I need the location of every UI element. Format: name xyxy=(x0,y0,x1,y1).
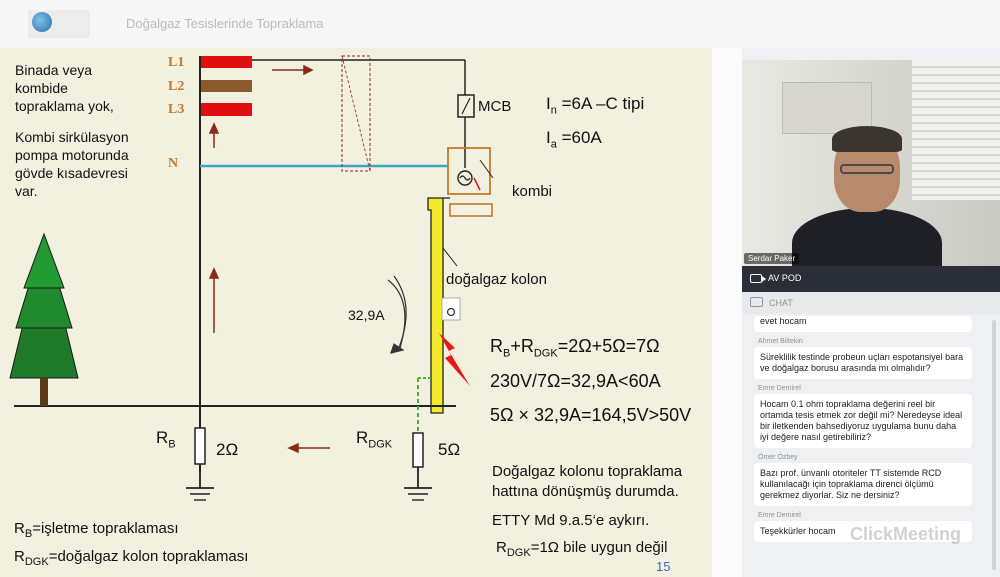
presenter-name: Serdar Paker xyxy=(744,253,800,264)
rb-resistor xyxy=(194,427,206,465)
legend-rdgk: RDGK=doğalgaz kolon topraklaması xyxy=(14,548,249,568)
phase-l2-bar xyxy=(200,80,252,92)
legend-rb: RB=işletme topraklaması xyxy=(14,520,179,540)
left-note-2: Kombi sirkülasyon pompa motorunda gövde … xyxy=(15,129,129,199)
chat-message: Ömer Özbey Bazı prof. ünvanlı otoriteler… xyxy=(754,454,988,506)
chat-message: evet hocam xyxy=(754,316,988,332)
page-number: 15 xyxy=(656,559,671,574)
tree-icon xyxy=(9,232,79,406)
video-background-shelf xyxy=(782,82,872,134)
curved-arrow-icon xyxy=(387,275,407,354)
chat-message-text: Teşekkürler hocam xyxy=(754,521,972,542)
phase-l3-bar xyxy=(200,103,252,116)
fault-lightning-icon xyxy=(439,333,470,386)
label-n: N xyxy=(168,156,179,171)
chat-message-author: Ömer Özbey xyxy=(758,454,798,461)
kombi-box xyxy=(447,147,491,195)
equation-resistance: RB+RDGK=2Ω+5Ω=7Ω xyxy=(490,336,660,360)
current-label: 32,9A xyxy=(348,307,385,323)
rdgk-value: 5Ω xyxy=(438,440,461,459)
chat-message-text: Bazı prof. ünvanlı otoriteler TT sistemd… xyxy=(754,463,972,506)
av-pod-bar[interactable]: AV POD xyxy=(742,266,1000,292)
presenter-figure xyxy=(792,126,942,266)
logo xyxy=(28,10,90,38)
gas-column xyxy=(427,197,444,414)
av-pod-label: AV POD xyxy=(768,273,802,283)
rdgk-resistor xyxy=(412,432,424,468)
chat-message-text: Süreklilik testinde probeun uçları espot… xyxy=(754,347,972,379)
kolon-label: doğalgaz kolon xyxy=(446,271,547,288)
dashed-region xyxy=(341,55,371,172)
slide-title: Doğalgaz Tesislerinde Topraklama xyxy=(126,16,324,31)
chat-message-list[interactable]: evet hocam Ahmet Biltekin Süreklilik tes… xyxy=(754,316,988,577)
note-right: Doğalgaz kolonu topraklama hattına dönüş… xyxy=(492,463,683,500)
top-bar: Doğalgaz Tesislerinde Topraklama xyxy=(0,0,1000,48)
chat-icon xyxy=(750,297,763,307)
logo-globe-icon xyxy=(32,12,52,32)
chat-header[interactable]: CHAT xyxy=(742,292,1000,314)
chat-message-text: Hocam 0.1 ohm topraklama değerini reel b… xyxy=(754,394,972,448)
mcb-switch xyxy=(457,94,475,118)
kombi-label: kombi xyxy=(512,183,553,200)
chat-label: CHAT xyxy=(769,298,793,308)
chat-message-author: Emre Demirel xyxy=(758,385,801,392)
rdgk-label: RDGK xyxy=(356,428,393,451)
presenter-video[interactable]: Serdar Paker xyxy=(742,60,1000,266)
equation-current: 230V/7Ω=32,9A<60A xyxy=(490,371,661,391)
label-l1: L1 xyxy=(168,55,185,70)
circuit-diagram xyxy=(9,55,494,501)
label-l3: L3 xyxy=(168,102,185,117)
side-panel: Serdar Paker AV POD CHAT evet hocam Ahme… xyxy=(742,48,1000,577)
phase-l1-bar xyxy=(200,56,252,68)
equation-voltage: 5Ω × 32,9A=164,5V>50V xyxy=(490,405,692,425)
chat-message-author: Ahmet Biltekin xyxy=(758,338,803,345)
camera-icon xyxy=(750,274,766,283)
label-l2: L2 xyxy=(168,79,185,94)
chat-message: Emre Demirel Teşekkürler hocam xyxy=(754,512,988,542)
left-note-1: Binada veya kombide topraklama yok, xyxy=(15,62,114,114)
etty-note: ETTY Md 9.a.5‘e aykırı. xyxy=(492,512,650,529)
chat-scrollbar[interactable] xyxy=(992,320,996,570)
in-rating: In =6A –C tipi xyxy=(546,94,645,117)
clickmeeting-watermark: ClickMeeting xyxy=(850,524,962,544)
chat-message: Emre Demirel Hocam 0.1 ohm topraklama de… xyxy=(754,385,988,448)
rb-label: RB xyxy=(156,428,176,451)
chat-message-author: Emre Demirel xyxy=(758,512,801,519)
panel-divider xyxy=(712,48,742,577)
chat-message: Ahmet Biltekin Süreklilik testinde probe… xyxy=(754,338,988,379)
rdgk-note: RDGK=1Ω bile uygun değil xyxy=(496,539,668,559)
video-background-blinds xyxy=(912,60,1000,200)
mcb-label: MCB xyxy=(478,98,512,115)
rb-value: 2Ω xyxy=(216,440,239,459)
presentation-slide: Binada veya kombide topraklama yok, Komb… xyxy=(0,48,712,577)
ia-rating: Ia =60A xyxy=(546,128,602,151)
chat-message-text: evet hocam xyxy=(754,316,972,332)
